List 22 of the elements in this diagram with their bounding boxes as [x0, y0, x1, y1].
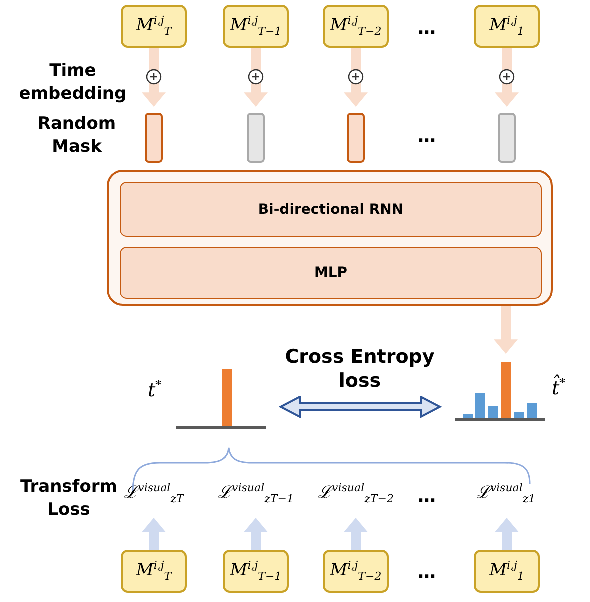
- math-symbol: t̂$^{*}$: [552, 376, 566, 400]
- token-bar: [498, 113, 516, 163]
- token-bar: [247, 113, 265, 163]
- side-label: Transform Loss: [20, 476, 118, 522]
- process-box: Bi-directional RNN: [120, 182, 542, 237]
- double-arrow: [280, 396, 441, 418]
- token-bar: [145, 113, 163, 163]
- ellipsis: …: [418, 126, 436, 147]
- block-arrow: [495, 518, 519, 550]
- ellipsis: …: [418, 562, 436, 583]
- block-arrow: [142, 518, 166, 550]
- process-box: MLP: [120, 247, 542, 299]
- side-label: Random Mask: [36, 113, 118, 159]
- model-container: [107, 170, 553, 306]
- block-arrow: [344, 518, 368, 550]
- ellipsis: …: [418, 18, 436, 39]
- side-label: Time embedding: [18, 60, 128, 106]
- token-bar: [347, 113, 365, 163]
- block-arrow: [494, 306, 518, 354]
- math-symbol: t$^{*}$: [148, 378, 162, 402]
- ellipsis: …: [418, 486, 436, 507]
- block-arrow: [244, 518, 268, 550]
